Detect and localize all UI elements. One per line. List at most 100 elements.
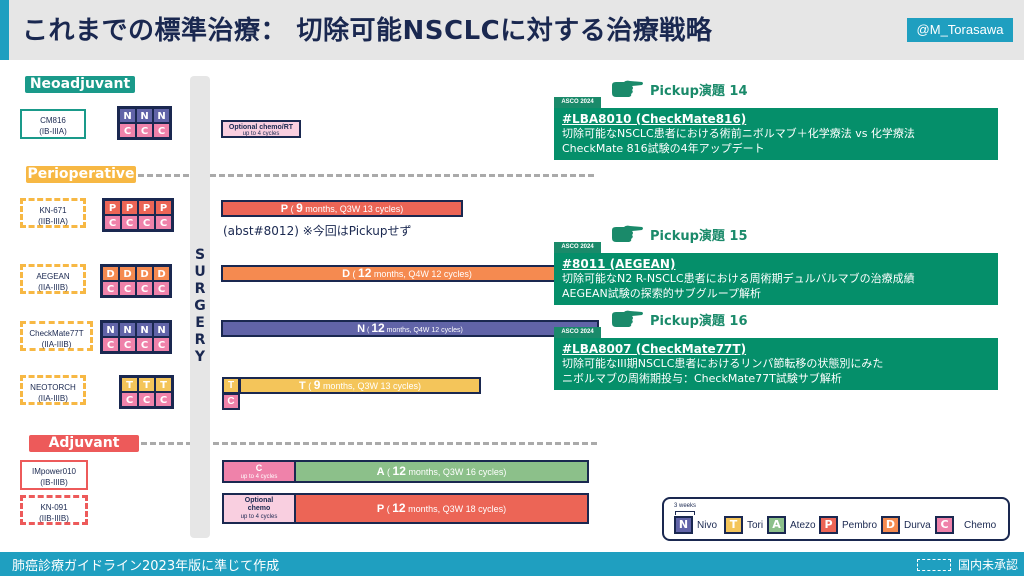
weeks-brace-icon: [675, 511, 695, 515]
cycle-cell: C: [136, 337, 153, 352]
neotorch-c-cell: C: [222, 393, 240, 410]
cycle-cell: N: [153, 108, 170, 123]
legend-label: Durva: [904, 519, 931, 531]
kn671-adjuvant-bar: P ( 9 months, Q3W 13 cycles): [221, 200, 463, 217]
cycle-cell: C: [155, 392, 172, 407]
trial-impower010: IMpower010 (IB-IIIB): [20, 460, 88, 490]
cycle-cell: N: [153, 322, 170, 337]
cycle-cell: C: [119, 281, 136, 296]
bar-paren: (: [384, 504, 393, 514]
pickup-desc: ニボルマブの周術期投与：CheckMate77T試験サブ解析: [562, 372, 842, 385]
bar-months: 12: [358, 266, 372, 280]
pointing-hand-icon: [612, 225, 643, 242]
pickup-card[interactable]: #8011 (AEGEAN) 切除可能なN2 R-NSCLC患者における周術期デ…: [554, 253, 998, 305]
kn091-pembro-bar: P ( 12 months, Q3W 18 cycles): [294, 493, 589, 524]
impower010-chemo-bar: C up to 4 cycles: [222, 460, 296, 483]
trial-stage: (IIB-IIIB): [39, 514, 69, 523]
trial-neotorch: NEOTORCH (IIA-IIIB): [20, 375, 86, 405]
cycle-cell: C: [119, 337, 136, 352]
cycle-cell: N: [136, 108, 153, 123]
bar-drug: C: [255, 463, 263, 473]
bar-drug: P: [376, 503, 385, 515]
bar-drug: T: [299, 380, 306, 392]
pickup-desc: 切除可能なN2 R-NSCLC患者における周術期デュルバルマブの治療成績: [562, 272, 915, 285]
surgery-label: S U R G E R Y: [190, 247, 210, 366]
impower010-atezo-bar: A ( 12 months, Q3W 16 cycles): [294, 460, 589, 483]
kn091-optional-chemo: Optional chemo up to 4 cycles: [222, 493, 296, 524]
legend-swatch: N: [674, 516, 693, 534]
legend-swatch: D: [881, 516, 900, 534]
optional-label: Optional chemo/RT: [228, 124, 294, 131]
trial-stage: (IB-IIIA): [39, 127, 67, 136]
cycle-cell: N: [102, 322, 119, 337]
cycle-cell: D: [136, 266, 153, 281]
cm816-optional-chemo-rt: Optional chemo/RT up to 4 cycles: [221, 120, 301, 138]
abstract-id-link[interactable]: #LBA8007 (CheckMate77T): [562, 342, 747, 356]
cycle-cell: C: [121, 392, 138, 407]
cycle-cell: P: [138, 200, 155, 215]
cycle-cell: T: [121, 377, 138, 392]
cycle-cell: N: [136, 322, 153, 337]
bar-paren: (: [305, 381, 314, 391]
asco-badge: ASCO 2024: [554, 242, 601, 253]
cycle-cell: C: [119, 123, 136, 138]
legend-label: Pembro: [842, 519, 878, 531]
legend-label: Chemo: [964, 519, 997, 531]
trial-name: KN-671: [39, 206, 67, 215]
section-neoadjuvant: Neoadjuvant: [25, 76, 135, 93]
abstract-id-link[interactable]: #LBA8010 (CheckMate816): [562, 112, 747, 126]
pickup-title: Pickup演題 16: [650, 314, 748, 329]
asco-badge: ASCO 2024: [554, 327, 601, 338]
pointing-hand-icon: [612, 80, 643, 97]
cycle-cell: D: [119, 266, 136, 281]
trial-name: CM816: [40, 116, 66, 125]
cycle-cell: C: [155, 215, 172, 230]
legend-label: Atezo: [790, 519, 816, 531]
cycle-cell: C: [138, 215, 155, 230]
cycle-cell: C: [102, 281, 119, 296]
cycle-cell: P: [155, 200, 172, 215]
optional-sublabel: up to 4 cycles: [242, 131, 280, 137]
trial-stage: (IB-IIIB): [40, 478, 68, 487]
bar-drug: P: [280, 203, 289, 215]
bar-drug: N: [357, 323, 366, 335]
cycle-cell: C: [104, 215, 121, 230]
surgery-letter: E: [195, 315, 205, 331]
pickup-desc: AEGEAN試験の探索的サブグループ解析: [562, 287, 762, 300]
author-handle: @M_Torasawa: [907, 18, 1013, 42]
pickup-card[interactable]: #LBA8010 (CheckMate816) 切除可能なNSCLC患者における…: [554, 108, 998, 160]
cycle-cell: N: [119, 108, 136, 123]
cycle-cell: D: [153, 266, 170, 281]
checkmate77t-adjuvant-bar: N ( 12 months, Q4W 12 cycles): [221, 320, 599, 337]
pickup-desc: 切除可能なIII期NSCLC患者におけるリンパ節転移の状態別にみた: [562, 357, 884, 370]
cycle-cell: D: [102, 266, 119, 281]
cycle-cell: C: [121, 215, 138, 230]
bar-detail: months, Q4W 12 cycles): [384, 327, 463, 334]
bar-months: 12: [392, 501, 406, 515]
abstract-id-link[interactable]: #8011 (AEGEAN): [562, 257, 676, 271]
header-accent-bar: [0, 0, 9, 60]
asco-badge: ASCO 2024: [554, 97, 601, 108]
pickup-desc: CheckMate 816試験の4年アップデート: [562, 142, 765, 155]
bar-months: 12: [371, 321, 385, 335]
cycle-cell: C: [138, 392, 155, 407]
page-title: これまでの標準治療： 切除可能NSCLCに対する治療戦略: [22, 16, 713, 46]
trial-aegean: AEGEAN (IIA-IIIB): [20, 264, 86, 294]
trial-kn091: KN-091 (IIB-IIIB): [20, 495, 88, 525]
trial-cm816: CM816 (IB-IIIA): [20, 109, 86, 139]
cycle-cell: N: [119, 322, 136, 337]
cycle-cell: C: [102, 337, 119, 352]
pickup-card[interactable]: #LBA8007 (CheckMate77T) 切除可能なIII期NSCLC患者…: [554, 338, 998, 390]
bar-detail: months, Q4W 12 cycles): [371, 269, 472, 279]
trial-name: CheckMate77T: [29, 329, 84, 338]
legend-swatch: A: [767, 516, 786, 534]
divider-adjuvant: [141, 442, 597, 445]
